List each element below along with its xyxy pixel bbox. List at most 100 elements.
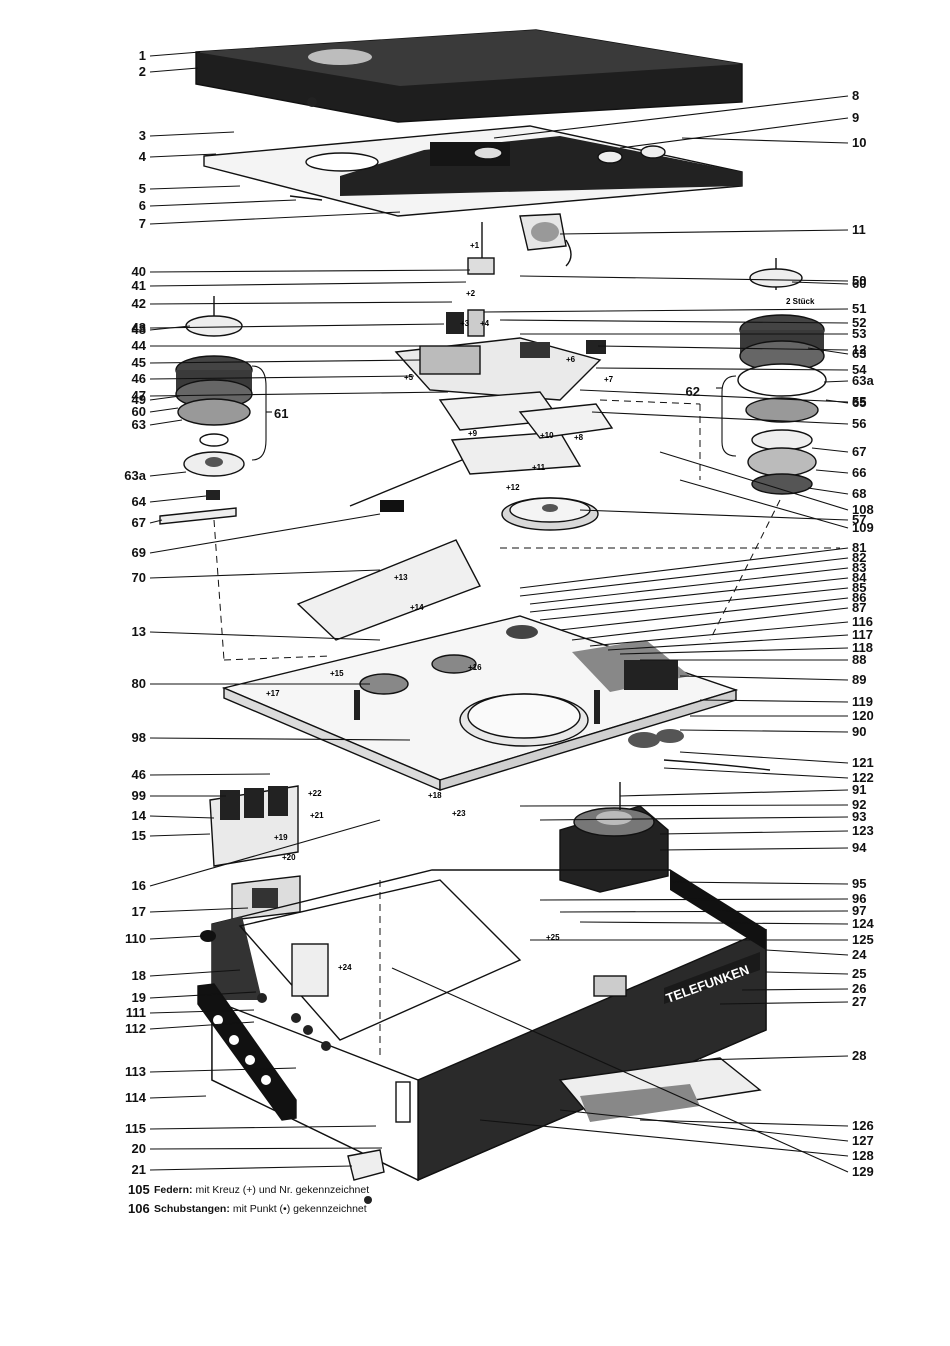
part-number-label: 9	[852, 110, 859, 125]
spring-label: +1	[470, 241, 480, 250]
leader-line	[595, 367, 849, 371]
part-number-label: 63a	[852, 373, 874, 388]
part-number-label: 24	[852, 947, 867, 962]
part-number-label: 17	[132, 904, 146, 919]
leader-line	[519, 557, 849, 597]
leader-line	[559, 229, 849, 235]
leader-line	[607, 634, 849, 651]
amplifier-chassis-part	[238, 879, 522, 1060]
part-number-label: 14	[132, 808, 147, 823]
part-number-label: 115	[125, 1121, 146, 1136]
leader-line	[149, 407, 179, 413]
right-reel-assembly-part	[737, 258, 827, 495]
spring-label: +22	[308, 789, 322, 798]
leader-line	[149, 269, 471, 273]
part-number-label: 127	[852, 1133, 874, 1148]
part-number-label: 21	[132, 1162, 146, 1177]
part-number-label: 92	[852, 797, 866, 812]
part-number-label: 46	[132, 371, 146, 386]
part-number-label: 52	[852, 315, 866, 330]
spring-label: +18	[428, 791, 442, 800]
leader-line	[765, 949, 849, 956]
part-number-label: 47	[132, 388, 146, 403]
part-number-label: 7	[139, 216, 146, 231]
leader-line	[149, 569, 381, 579]
leader-line	[149, 815, 215, 819]
part-number-label: 66	[852, 465, 866, 480]
part-number-label: 42	[132, 296, 146, 311]
leader-line	[559, 910, 849, 913]
flywheel-part	[501, 497, 599, 531]
part-number-label: 26	[852, 981, 866, 996]
legend-term: Schubstangen:	[154, 1202, 230, 1215]
part-number-label: 125	[852, 932, 874, 947]
left-reel-assembly-part	[159, 296, 253, 525]
part-number-label: 113	[125, 1064, 146, 1079]
leader-line	[149, 391, 449, 397]
spring-label: +24	[338, 963, 352, 972]
leader-line	[149, 185, 241, 190]
part-number-label: 67	[132, 515, 146, 530]
part-number-label: 68	[852, 486, 866, 501]
part-number-label: 51	[852, 301, 866, 316]
part-number-label: 111	[126, 1005, 146, 1020]
part-number-label: 83	[852, 560, 866, 575]
part-number-label: 4	[139, 149, 147, 164]
leader-line	[639, 1119, 849, 1127]
part-number-label: 57	[852, 512, 866, 527]
leader-line	[659, 847, 849, 851]
part-number-label: 60	[852, 276, 866, 291]
part-number-label: 63	[132, 417, 146, 432]
leader-line	[149, 1009, 255, 1014]
leader-line	[149, 1095, 207, 1099]
part-number-label: 90	[852, 724, 866, 739]
leader-line	[741, 988, 849, 991]
part-number-label: 108	[852, 502, 874, 517]
part-number-label: 117	[852, 627, 873, 642]
leader-line	[391, 967, 849, 1173]
leader-line	[719, 1001, 849, 1005]
legend-number: 105	[128, 1182, 150, 1197]
leader-line	[811, 447, 849, 453]
part-number-label: 85	[852, 580, 866, 595]
leader-line	[659, 451, 849, 511]
leader-line	[823, 380, 849, 383]
leader-lines	[149, 51, 849, 1173]
spring-label: +13	[394, 573, 408, 582]
spring-label: +19	[274, 833, 288, 842]
leader-line	[149, 153, 217, 158]
leader-line	[149, 737, 411, 741]
part-number-label: 86	[852, 590, 866, 605]
leader-line	[619, 117, 849, 149]
leader-line	[765, 971, 849, 975]
leader-line	[679, 729, 849, 733]
leader-line	[149, 67, 199, 73]
part-number-label: 64	[132, 494, 147, 509]
part-number-label: 15	[132, 828, 146, 843]
leader-line	[539, 898, 849, 901]
leader-line	[619, 789, 849, 797]
leader-line	[791, 281, 849, 285]
part-number-label: 54	[852, 362, 867, 377]
leader-line	[149, 819, 381, 887]
part-number-label: 82	[852, 550, 866, 565]
part-number-label: 89	[852, 672, 866, 687]
part-number-label: 124	[852, 916, 874, 931]
part-number-label: 41	[132, 278, 146, 293]
leader-line	[679, 751, 849, 764]
part-number-label: 5	[139, 181, 146, 196]
leader-line	[149, 325, 191, 331]
leader-line	[149, 991, 257, 999]
leader-line	[149, 471, 187, 477]
spring-label: +4	[480, 319, 490, 328]
leader-line	[149, 199, 297, 207]
leader-line	[479, 1119, 849, 1157]
leader-line	[149, 419, 183, 426]
leader-line	[579, 921, 849, 925]
spring-label: 2 Stück	[786, 297, 815, 306]
leader-line	[539, 816, 849, 821]
leader-line	[679, 479, 849, 529]
leader-line	[659, 830, 849, 835]
part-number-label: 13	[132, 624, 146, 639]
